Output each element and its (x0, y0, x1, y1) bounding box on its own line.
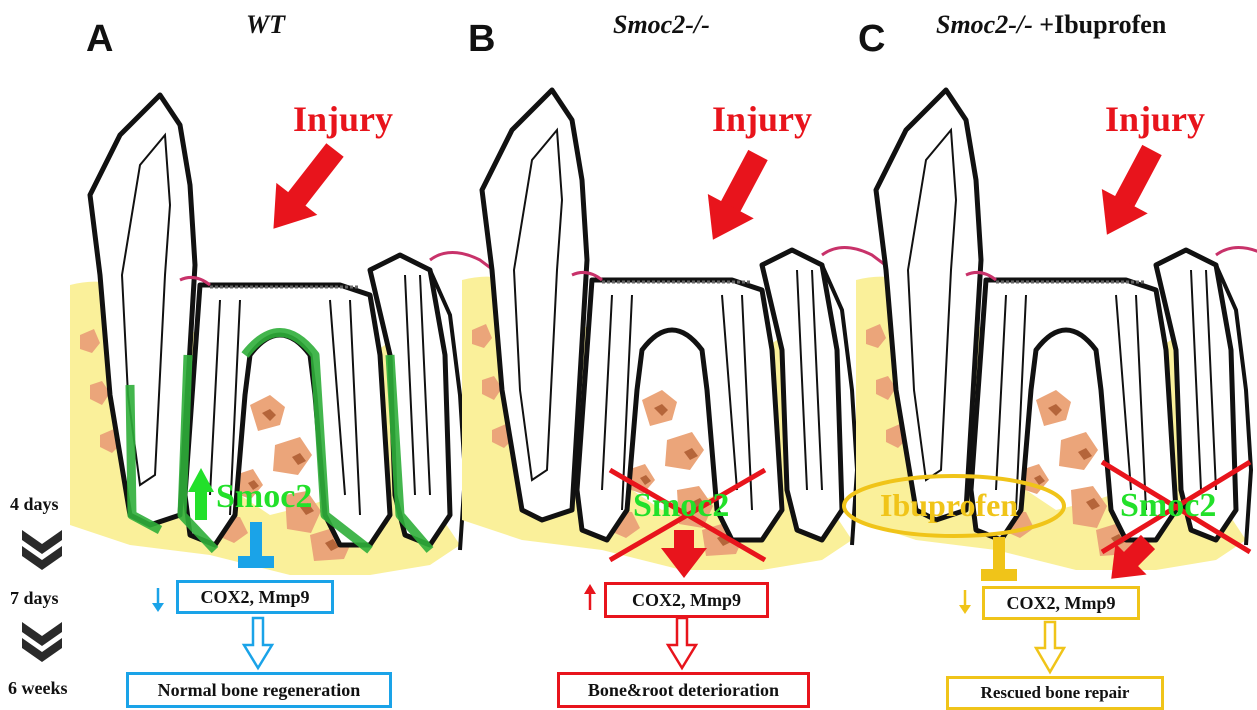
panel-title-c-plain: +Ibuprofen (1033, 10, 1167, 39)
panel-letter-a: A (86, 18, 113, 61)
panel-title-a: WT (246, 10, 285, 40)
small-arrow-down-c (959, 590, 971, 614)
timeline-chevrons-1 (22, 530, 62, 570)
hollow-arrow-c (1036, 622, 1064, 672)
injury-arrow-a (253, 134, 356, 245)
smoc2-label-c: Smoc2 (1120, 487, 1216, 525)
injury-arrow-c (1084, 138, 1175, 247)
smoc2-label-a: Smoc2 (216, 478, 312, 516)
timeline-week6: 6 weeks (8, 678, 68, 699)
injury-arrow-b (690, 143, 781, 252)
injury-label-b: Injury (712, 98, 812, 140)
panel-letter-b: B (468, 18, 495, 61)
outcome-box-a: Normal bone regeneration (126, 672, 392, 708)
panel-title-c-italic: Smoc2-/- (936, 10, 1033, 39)
small-arrow-down-a (152, 588, 164, 612)
smoc2-label-b: Smoc2 (633, 487, 729, 525)
outcome-box-c: Rescued bone repair (946, 676, 1164, 710)
outcome-box-b: Bone&root deterioration (557, 672, 810, 708)
timeline-day4: 4 days (10, 494, 59, 515)
timeline-chevrons-2 (22, 622, 62, 662)
injury-label-c: Injury (1105, 98, 1205, 140)
markers-box-a: COX2, Mmp9 (176, 580, 334, 614)
injury-label-a: Injury (293, 98, 393, 140)
hollow-arrow-a (244, 618, 272, 668)
markers-box-b: COX2, Mmp9 (604, 582, 769, 618)
panel-title-c: Smoc2-/- +Ibuprofen (936, 10, 1166, 40)
panel-letter-c: C (858, 18, 885, 61)
markers-box-c: COX2, Mmp9 (982, 586, 1140, 620)
small-arrow-up-b (584, 584, 596, 610)
panel-title-b: Smoc2-/- (613, 10, 710, 40)
hollow-arrow-b (668, 618, 696, 668)
timeline-day7: 7 days (10, 588, 59, 609)
ibuprofen-label: Ibuprofen (880, 487, 1018, 524)
